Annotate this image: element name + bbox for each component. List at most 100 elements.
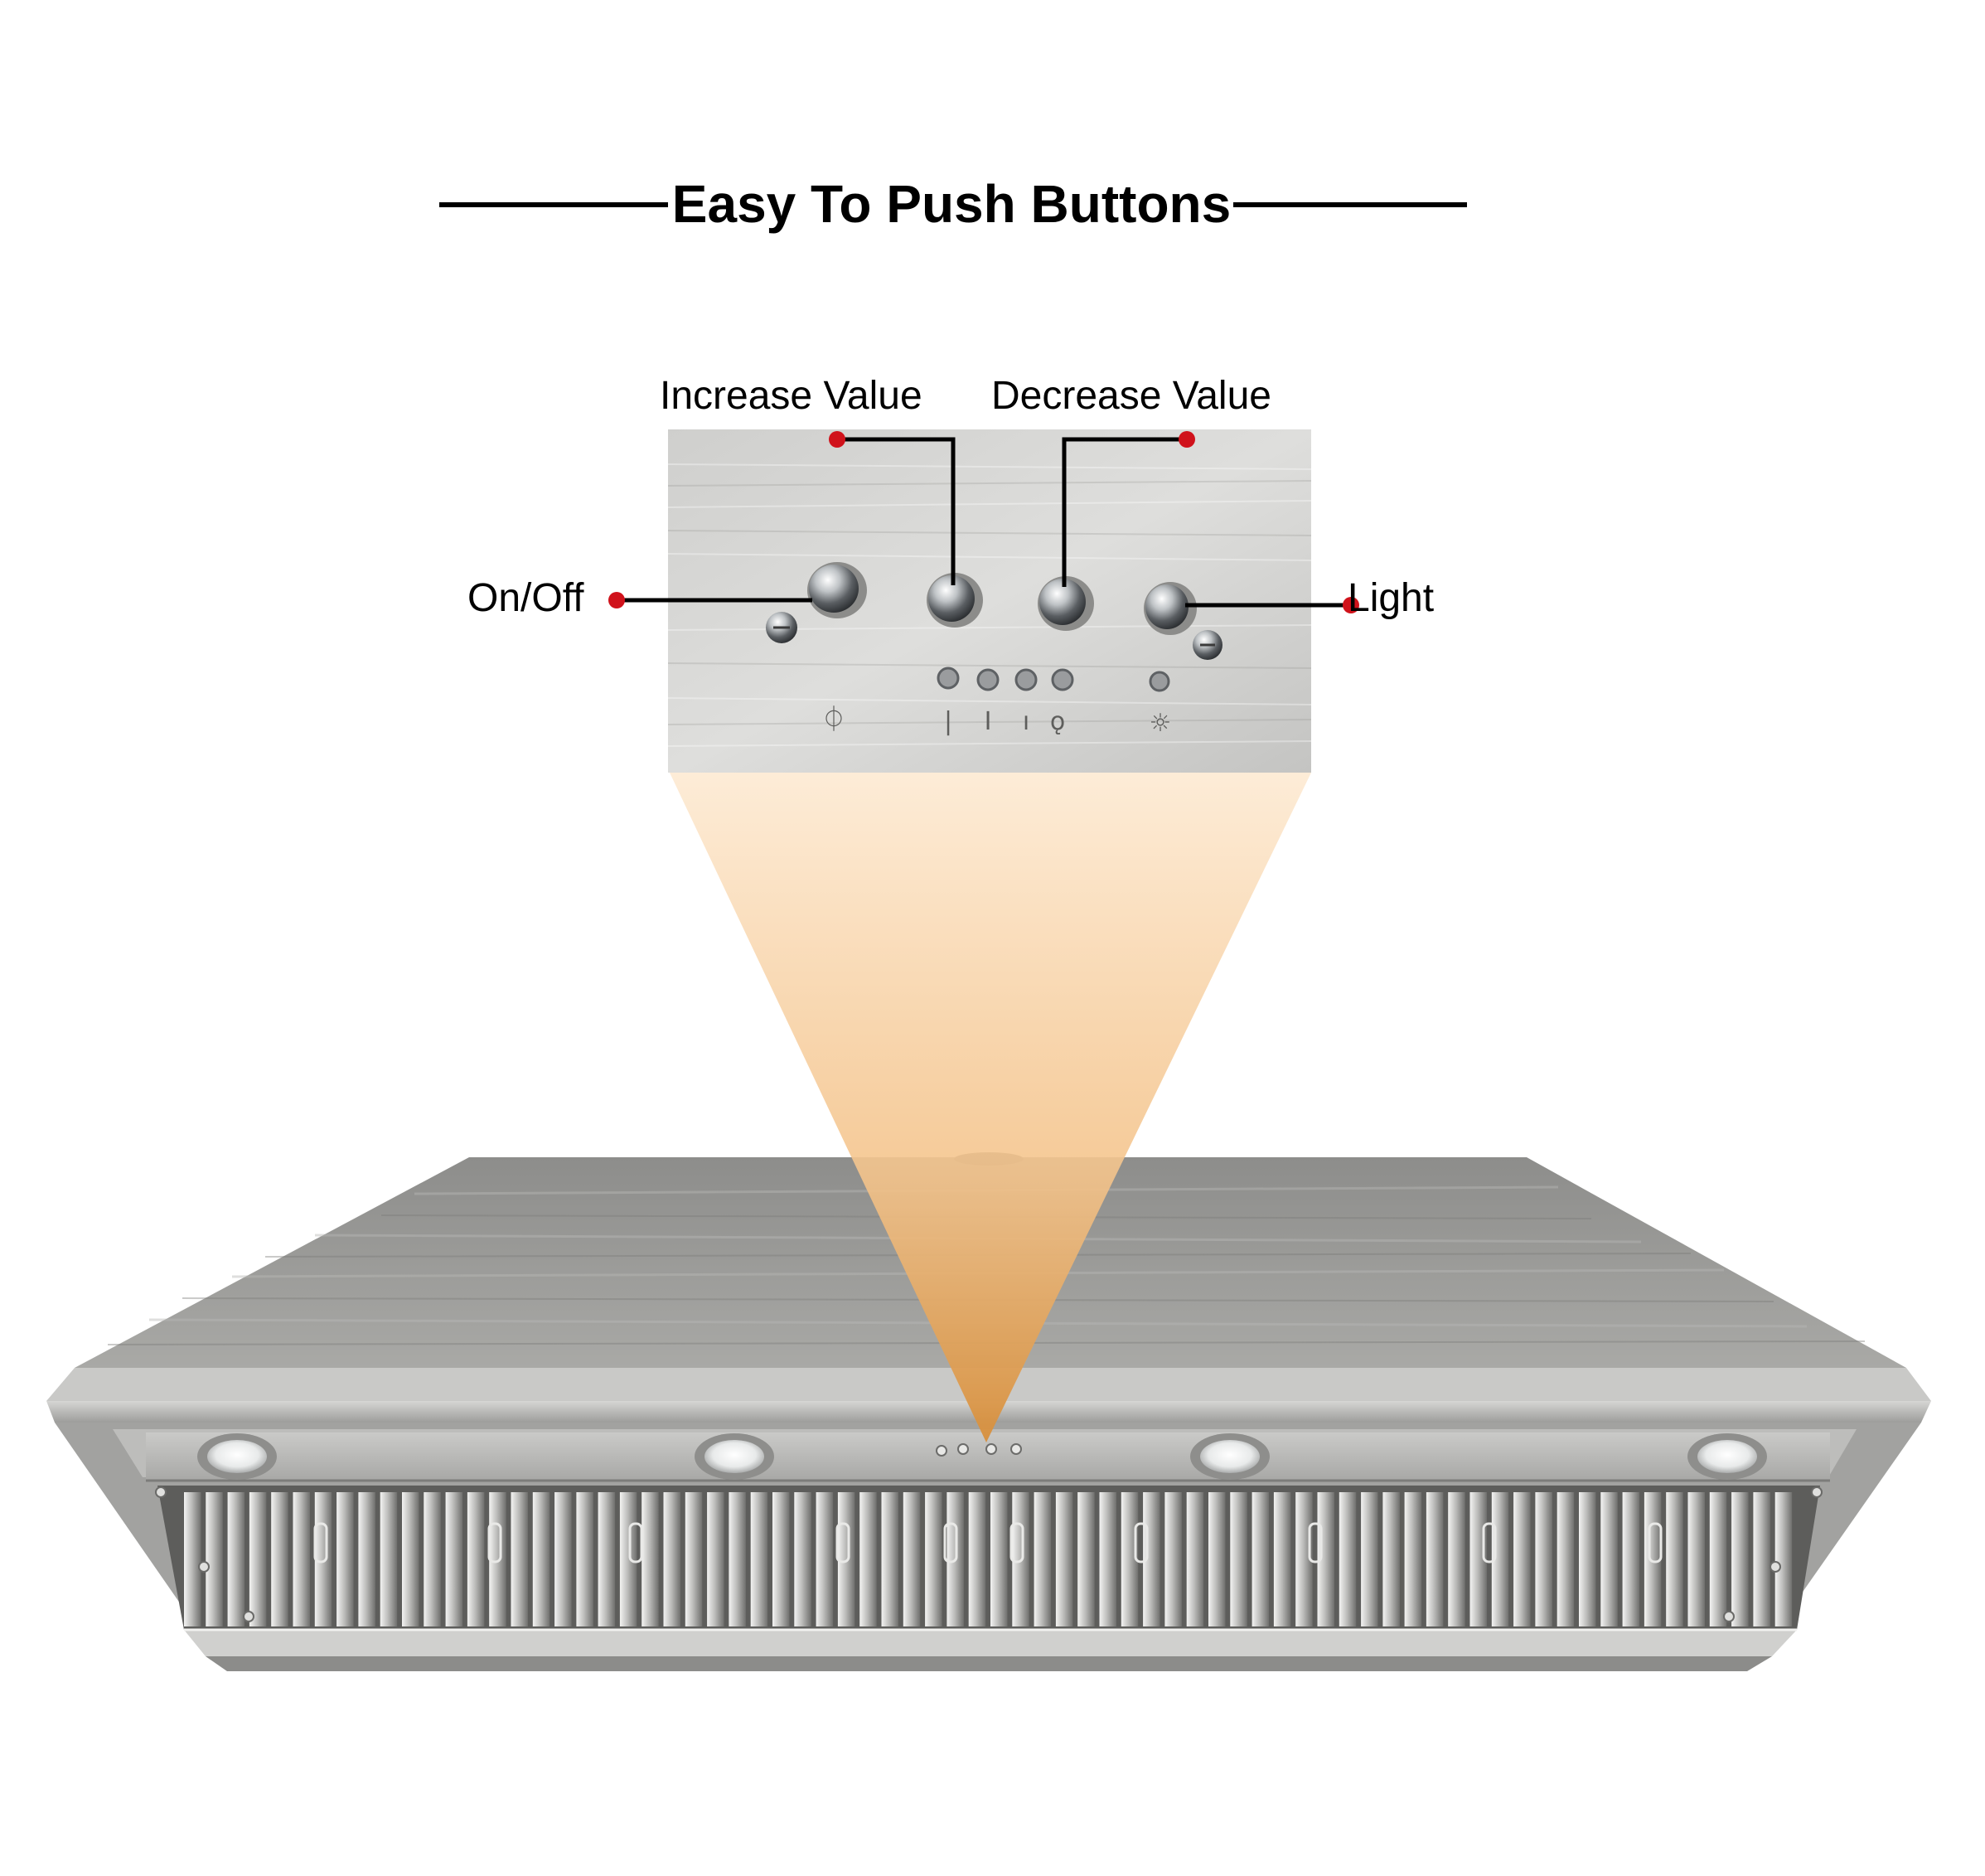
baffle-fin <box>1579 1492 1596 1626</box>
leader-decrease <box>1062 437 1187 587</box>
filter-handle[interactable] <box>628 1522 643 1563</box>
baffle-fin <box>1164 1492 1182 1626</box>
power-symbol-icon: ⏀ <box>821 705 846 734</box>
baffle-fin <box>794 1492 811 1626</box>
baffle-fin <box>227 1492 245 1626</box>
callout-label-light: Light <box>1348 576 1435 620</box>
baffle-fin <box>336 1492 354 1626</box>
baffle-fin <box>837 1492 855 1626</box>
baffle-fin <box>1622 1492 1640 1626</box>
screw-icon <box>766 612 797 643</box>
filter-handle[interactable] <box>1134 1522 1149 1563</box>
baffle-fin <box>772 1492 790 1626</box>
baffle-fin <box>554 1492 572 1626</box>
callout-dot <box>1343 597 1359 613</box>
baffle-fin <box>1121 1492 1139 1626</box>
callout-dots <box>608 431 1359 613</box>
baffle-fin <box>1404 1492 1422 1626</box>
increase-value-button[interactable] <box>927 573 983 628</box>
filter-handle[interactable] <box>835 1522 850 1563</box>
baffle-fin <box>816 1492 834 1626</box>
baffle-fin <box>1055 1492 1073 1626</box>
filter-handle[interactable] <box>1009 1522 1024 1563</box>
filter-handle[interactable] <box>1482 1522 1497 1563</box>
lamp-icon <box>1190 1433 1270 1480</box>
baffle-fin <box>1687 1492 1705 1626</box>
baffle-fin <box>1252 1492 1270 1626</box>
baffle-fin <box>1099 1492 1116 1626</box>
baffle-fin <box>1382 1492 1400 1626</box>
callout-dot <box>829 431 845 448</box>
callout-leaders <box>617 437 1351 608</box>
baffle-fin <box>424 1492 441 1626</box>
on-off-button[interactable] <box>807 562 867 618</box>
filter-handle[interactable] <box>943 1522 958 1563</box>
baffle-fin <box>1774 1492 1793 1626</box>
callout-dot <box>608 592 625 608</box>
headline-rule-left <box>439 202 668 207</box>
magnify-cone-icon <box>670 773 1311 1442</box>
baffle-fin <box>1469 1492 1487 1626</box>
baffle-fin <box>1491 1492 1509 1626</box>
baffle-fin <box>511 1492 528 1626</box>
baffle-fin <box>1361 1492 1378 1626</box>
callout-label-on-off: On/Off <box>467 576 584 620</box>
baffle-fin <box>1034 1492 1052 1626</box>
callout-label-decrease: Decrease Value <box>991 374 1271 418</box>
baffle-fin <box>489 1492 506 1626</box>
baffle-fin <box>1230 1492 1247 1626</box>
baffle-fin <box>467 1492 485 1626</box>
baffle-fin <box>685 1492 703 1626</box>
baffle-fin <box>445 1492 463 1626</box>
leader-increase <box>837 437 956 585</box>
baffle-fin <box>314 1492 332 1626</box>
speed-mark: I <box>985 707 992 736</box>
baffle-fin <box>1513 1492 1531 1626</box>
decrease-value-button[interactable] <box>1038 576 1094 631</box>
baffle-fin <box>1273 1492 1291 1626</box>
lamp-icon <box>197 1433 277 1480</box>
baffle-fin <box>1077 1492 1095 1626</box>
sun-icon: ☼ <box>1150 709 1172 738</box>
lamp-icon <box>1687 1433 1767 1480</box>
baffle-fin <box>1709 1492 1727 1626</box>
baffle-fin <box>402 1492 419 1626</box>
light-button[interactable] <box>1144 582 1197 635</box>
baffle-fin <box>859 1492 877 1626</box>
baffle-fin <box>1426 1492 1444 1626</box>
baffle-fin <box>619 1492 637 1626</box>
baffle-fin <box>1535 1492 1552 1626</box>
filter-handle[interactable] <box>1308 1522 1323 1563</box>
filter-handle[interactable] <box>1648 1522 1663 1563</box>
headline: Easy To Push Buttons <box>439 162 1467 245</box>
baffle-chamber <box>157 1486 1820 1630</box>
hood-control-buttons[interactable] <box>936 1443 1022 1457</box>
baffle-fin <box>707 1492 724 1626</box>
baffle-fin <box>1731 1492 1749 1626</box>
baffle-fin <box>1208 1492 1226 1626</box>
baffle-fin <box>1753 1492 1770 1626</box>
baffle-fin <box>881 1492 898 1626</box>
baffle-fin <box>968 1492 986 1626</box>
panel-markings: ⏀ | I ı ǫ ☼ <box>821 705 1171 738</box>
light-strip <box>146 1432 1830 1481</box>
baffle-filters <box>184 1492 1793 1626</box>
baffle-fin <box>925 1492 942 1626</box>
baffle-fin <box>206 1492 223 1626</box>
screw-icon <box>1193 630 1222 660</box>
speed-mark: | <box>944 707 952 736</box>
baffle-fin <box>1644 1492 1662 1626</box>
speed-mark: ǫ <box>1050 707 1065 736</box>
baffle-fin <box>663 1492 680 1626</box>
baffle-fin <box>1339 1492 1357 1626</box>
headline-rule-right <box>1233 202 1467 207</box>
baffle-fin <box>249 1492 267 1626</box>
filter-handle[interactable] <box>313 1522 328 1563</box>
baffle-fin <box>990 1492 1008 1626</box>
baffle-fin <box>1295 1492 1313 1626</box>
range-hood <box>46 1152 1931 1671</box>
baffle-fin <box>184 1492 201 1626</box>
baffle-fin <box>598 1492 616 1626</box>
filter-handle[interactable] <box>487 1522 502 1563</box>
